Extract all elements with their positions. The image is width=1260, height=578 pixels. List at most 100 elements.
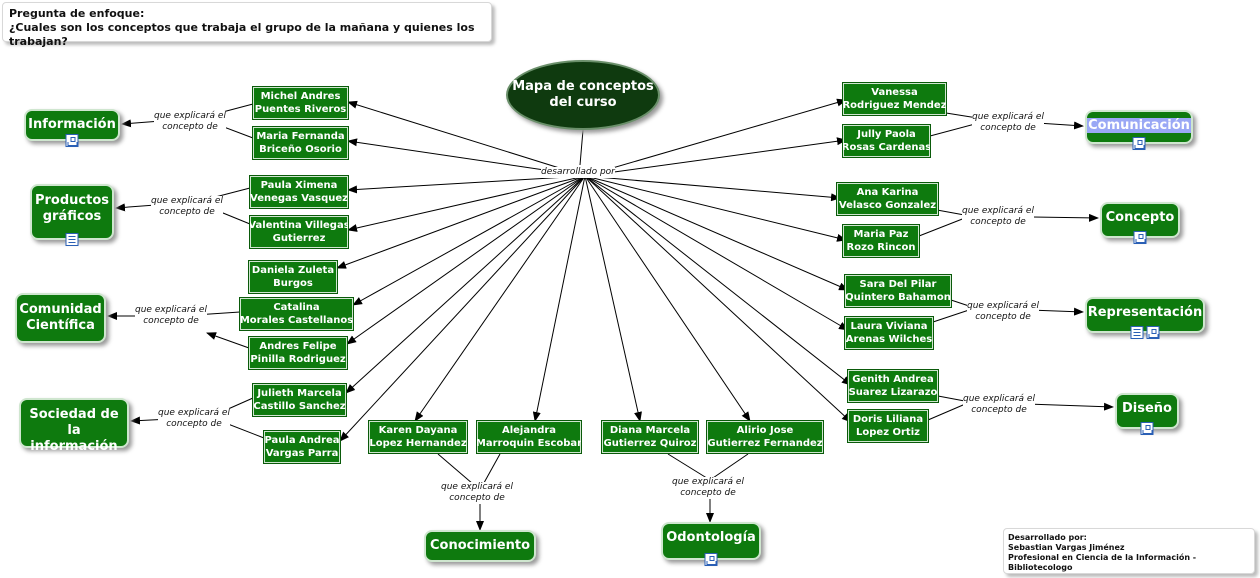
- credits-line-1: Desarrollado por:: [1008, 533, 1087, 542]
- person-name-line: Suarez Lizarazo: [848, 387, 938, 398]
- person-name-line: Julieth Marcela: [257, 388, 342, 399]
- concept-label: Comunidad: [19, 302, 102, 317]
- document-icon[interactable]: [65, 233, 79, 246]
- link-label-line: que explicará el: [135, 305, 207, 315]
- concept-node-comunicacion[interactable]: Comunicación: [1085, 110, 1193, 150]
- link-label-line: que explicará el: [972, 112, 1044, 122]
- person-name-line: Quintero Bahamon: [845, 292, 951, 303]
- person-name-line: Lopez Ortiz: [856, 427, 920, 438]
- person-name-line: Alejandra: [501, 425, 557, 436]
- person-name-line: Pinilla Rodriguez: [250, 354, 346, 365]
- person-name-line: Morales Castellanos: [239, 315, 354, 326]
- link-label-line: concepto de: [970, 217, 1026, 227]
- link-label-line: concepto de: [975, 312, 1031, 322]
- concept-node-concepto[interactable]: Concepto: [1100, 202, 1180, 244]
- person-name-line: Ana Karina: [856, 187, 919, 198]
- tree-icon[interactable]: [1132, 137, 1146, 150]
- hub-to-person-line: [345, 175, 586, 394]
- tree-icon[interactable]: [704, 553, 718, 566]
- credits-box: Desarrollado por: Sebastian Vargas Jimén…: [1003, 528, 1255, 574]
- link-label-line: que explicará el: [967, 301, 1039, 311]
- link-label-line: que explicará el: [151, 196, 223, 206]
- person-name-line: Puentes Riveros: [254, 104, 347, 115]
- person-name-line: Michel Andres: [260, 91, 341, 102]
- person-name-line: Venegas Vasquez: [250, 193, 348, 204]
- concept-node-diseno[interactable]: Diseño: [1115, 393, 1179, 435]
- concept-label: gráficos: [42, 209, 102, 224]
- hub-to-person-line: [352, 175, 586, 306]
- person-name-line: Valentina Villegas: [248, 220, 350, 231]
- link-label-line: que explicará el: [963, 394, 1035, 404]
- concept-node-informacion[interactable]: Información: [24, 109, 120, 147]
- focus-question-title: Pregunta de enfoque:: [9, 7, 145, 20]
- link-label-line: que explicará el: [441, 482, 513, 492]
- person-name-line: Vanessa: [871, 87, 918, 98]
- person-name-line: Catalina: [273, 302, 320, 313]
- link-label-line: que explicará el: [154, 111, 226, 121]
- concept-label: Conocimiento: [429, 538, 531, 553]
- person-name-line: Laura Viviana: [850, 321, 928, 332]
- tree-icon[interactable]: [65, 134, 79, 147]
- hub-to-person-line: [584, 175, 642, 422]
- hub-to-person-line: [414, 175, 586, 422]
- tree-icon[interactable]: [1133, 231, 1147, 244]
- hub-to-person-line: [584, 175, 847, 242]
- hub-to-person-line: [584, 175, 849, 291]
- link-label-line: concepto de: [143, 316, 199, 326]
- person-name-line: Diana Marcela: [609, 425, 691, 436]
- document-icon[interactable]: [1130, 326, 1144, 339]
- person-name-line: Gutierrez Quiroz: [603, 438, 697, 449]
- person-name-line: Rodriguez Mendez: [842, 100, 947, 111]
- person-name-line: Lopez Hernandez: [369, 438, 467, 449]
- person-name-line: Genith Andrea: [852, 374, 934, 385]
- person-name-line: Gutierrez Fernandez: [707, 438, 823, 449]
- map-title-node[interactable]: Mapa de conceptos del curso: [506, 60, 660, 130]
- person-name-line: Paula Andrea: [264, 435, 340, 446]
- concept-node-representacion[interactable]: Representación: [1085, 297, 1205, 339]
- connector-line: [709, 453, 749, 481]
- focus-question-text: ¿Cuales son los conceptos que trabaja el…: [9, 21, 475, 48]
- concept-label: Odontología: [666, 530, 756, 545]
- person-name-line: Rosas Cardenas: [841, 142, 932, 153]
- concept-node-odontologia[interactable]: Odontología: [661, 522, 761, 566]
- tree-icon[interactable]: [1146, 326, 1160, 339]
- connector-line: [918, 215, 971, 237]
- person-name-line: Jully Paola: [857, 129, 916, 140]
- person-name-line: Andres Felipe: [259, 341, 337, 352]
- concept-node-conocimiento[interactable]: Conocimiento: [424, 530, 536, 562]
- person-name-line: Maria Fernanda: [256, 131, 345, 142]
- tree-icon[interactable]: [1140, 422, 1154, 435]
- link-label-line: que explicará el: [672, 477, 744, 487]
- person-name-line: Arenas Wilches: [845, 334, 933, 345]
